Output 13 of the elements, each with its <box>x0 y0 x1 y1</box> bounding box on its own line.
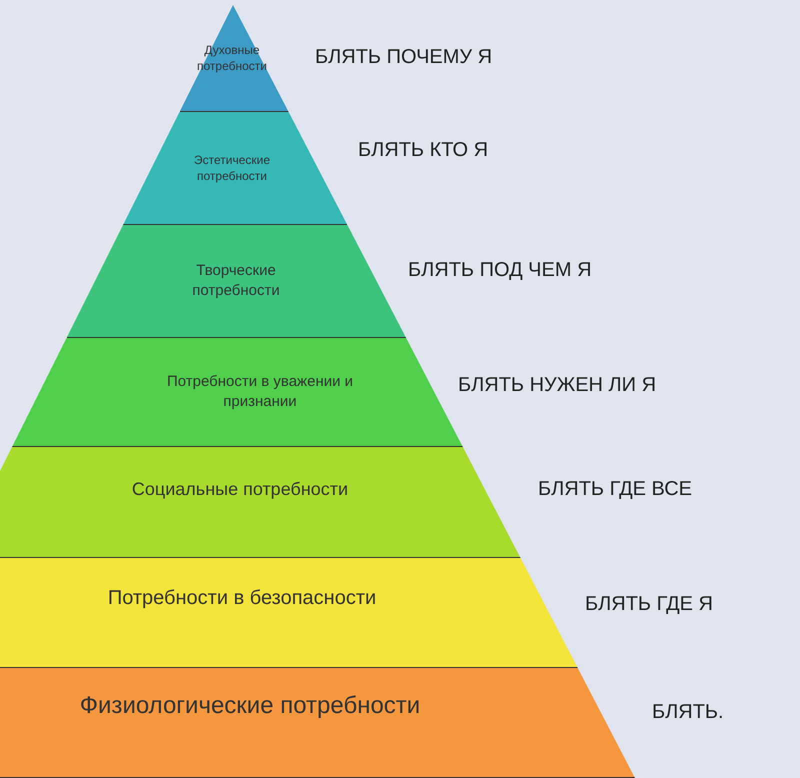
side-caption: БЛЯТЬ ПОЧЕМУ Я <box>315 45 492 70</box>
level-text: Потребности в уважении и признании <box>166 372 354 412</box>
side-caption: БЛЯТЬ ГДЕ ВСЕ <box>538 477 692 502</box>
level-text: Социальные потребности <box>130 478 350 502</box>
side-caption: БЛЯТЬ ПОД ЧЕМ Я <box>408 258 592 283</box>
level-text: Эстетические потребности <box>192 152 271 185</box>
level-text: Физиологические потребности <box>78 691 422 722</box>
side-caption: БЛЯТЬ КТО Я <box>358 138 488 163</box>
side-caption: БЛЯТЬ НУЖЕН ЛИ Я <box>458 373 656 398</box>
level-text: Творческие потребности <box>191 260 281 302</box>
side-caption: БЛЯТЬ. <box>652 700 724 725</box>
side-caption: БЛЯТЬ ГДЕ Я <box>585 592 713 617</box>
level-text: Потребности в безопасности <box>106 586 378 611</box>
